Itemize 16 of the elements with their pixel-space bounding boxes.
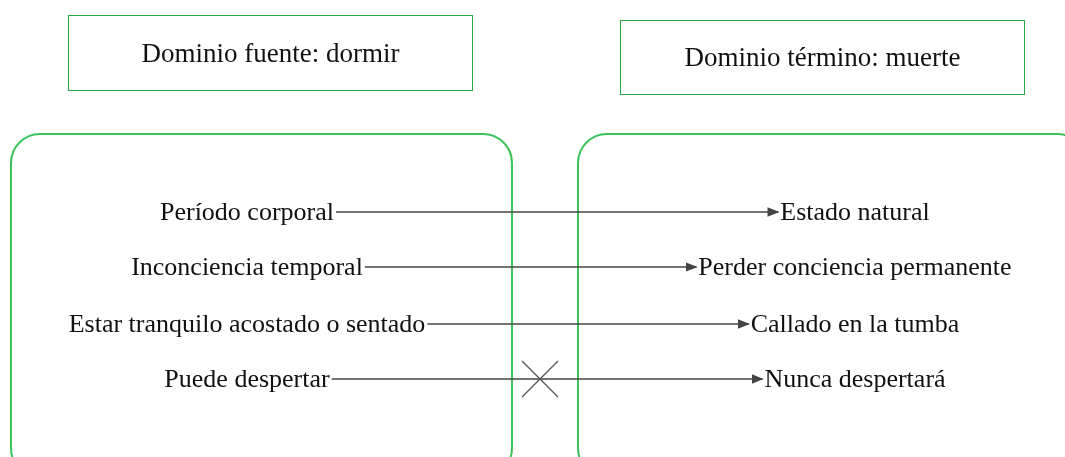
concept-text: Estar tranquilo acostado o sentado <box>68 309 426 339</box>
concept-text: Nunca despertará <box>764 364 946 394</box>
concept-text: Estado natural <box>780 197 930 227</box>
concept-text: Callado en la tumba <box>750 309 960 339</box>
arrow <box>364 262 698 272</box>
arrow <box>330 374 764 384</box>
concept-text: Inconciencia temporal <box>131 252 363 282</box>
arrow <box>335 207 780 217</box>
arrow <box>426 319 750 329</box>
rounded-panel <box>577 133 1065 457</box>
domain-title-box: Dominio fuente: dormir <box>68 15 473 91</box>
rounded-panel <box>10 133 513 457</box>
concept-text: Puede despertar <box>164 364 330 394</box>
concept-text: Perder conciencia permanente <box>698 252 1012 282</box>
domain-title-box: Dominio término: muerte <box>620 20 1025 95</box>
concept-text: Período corporal <box>160 197 334 227</box>
